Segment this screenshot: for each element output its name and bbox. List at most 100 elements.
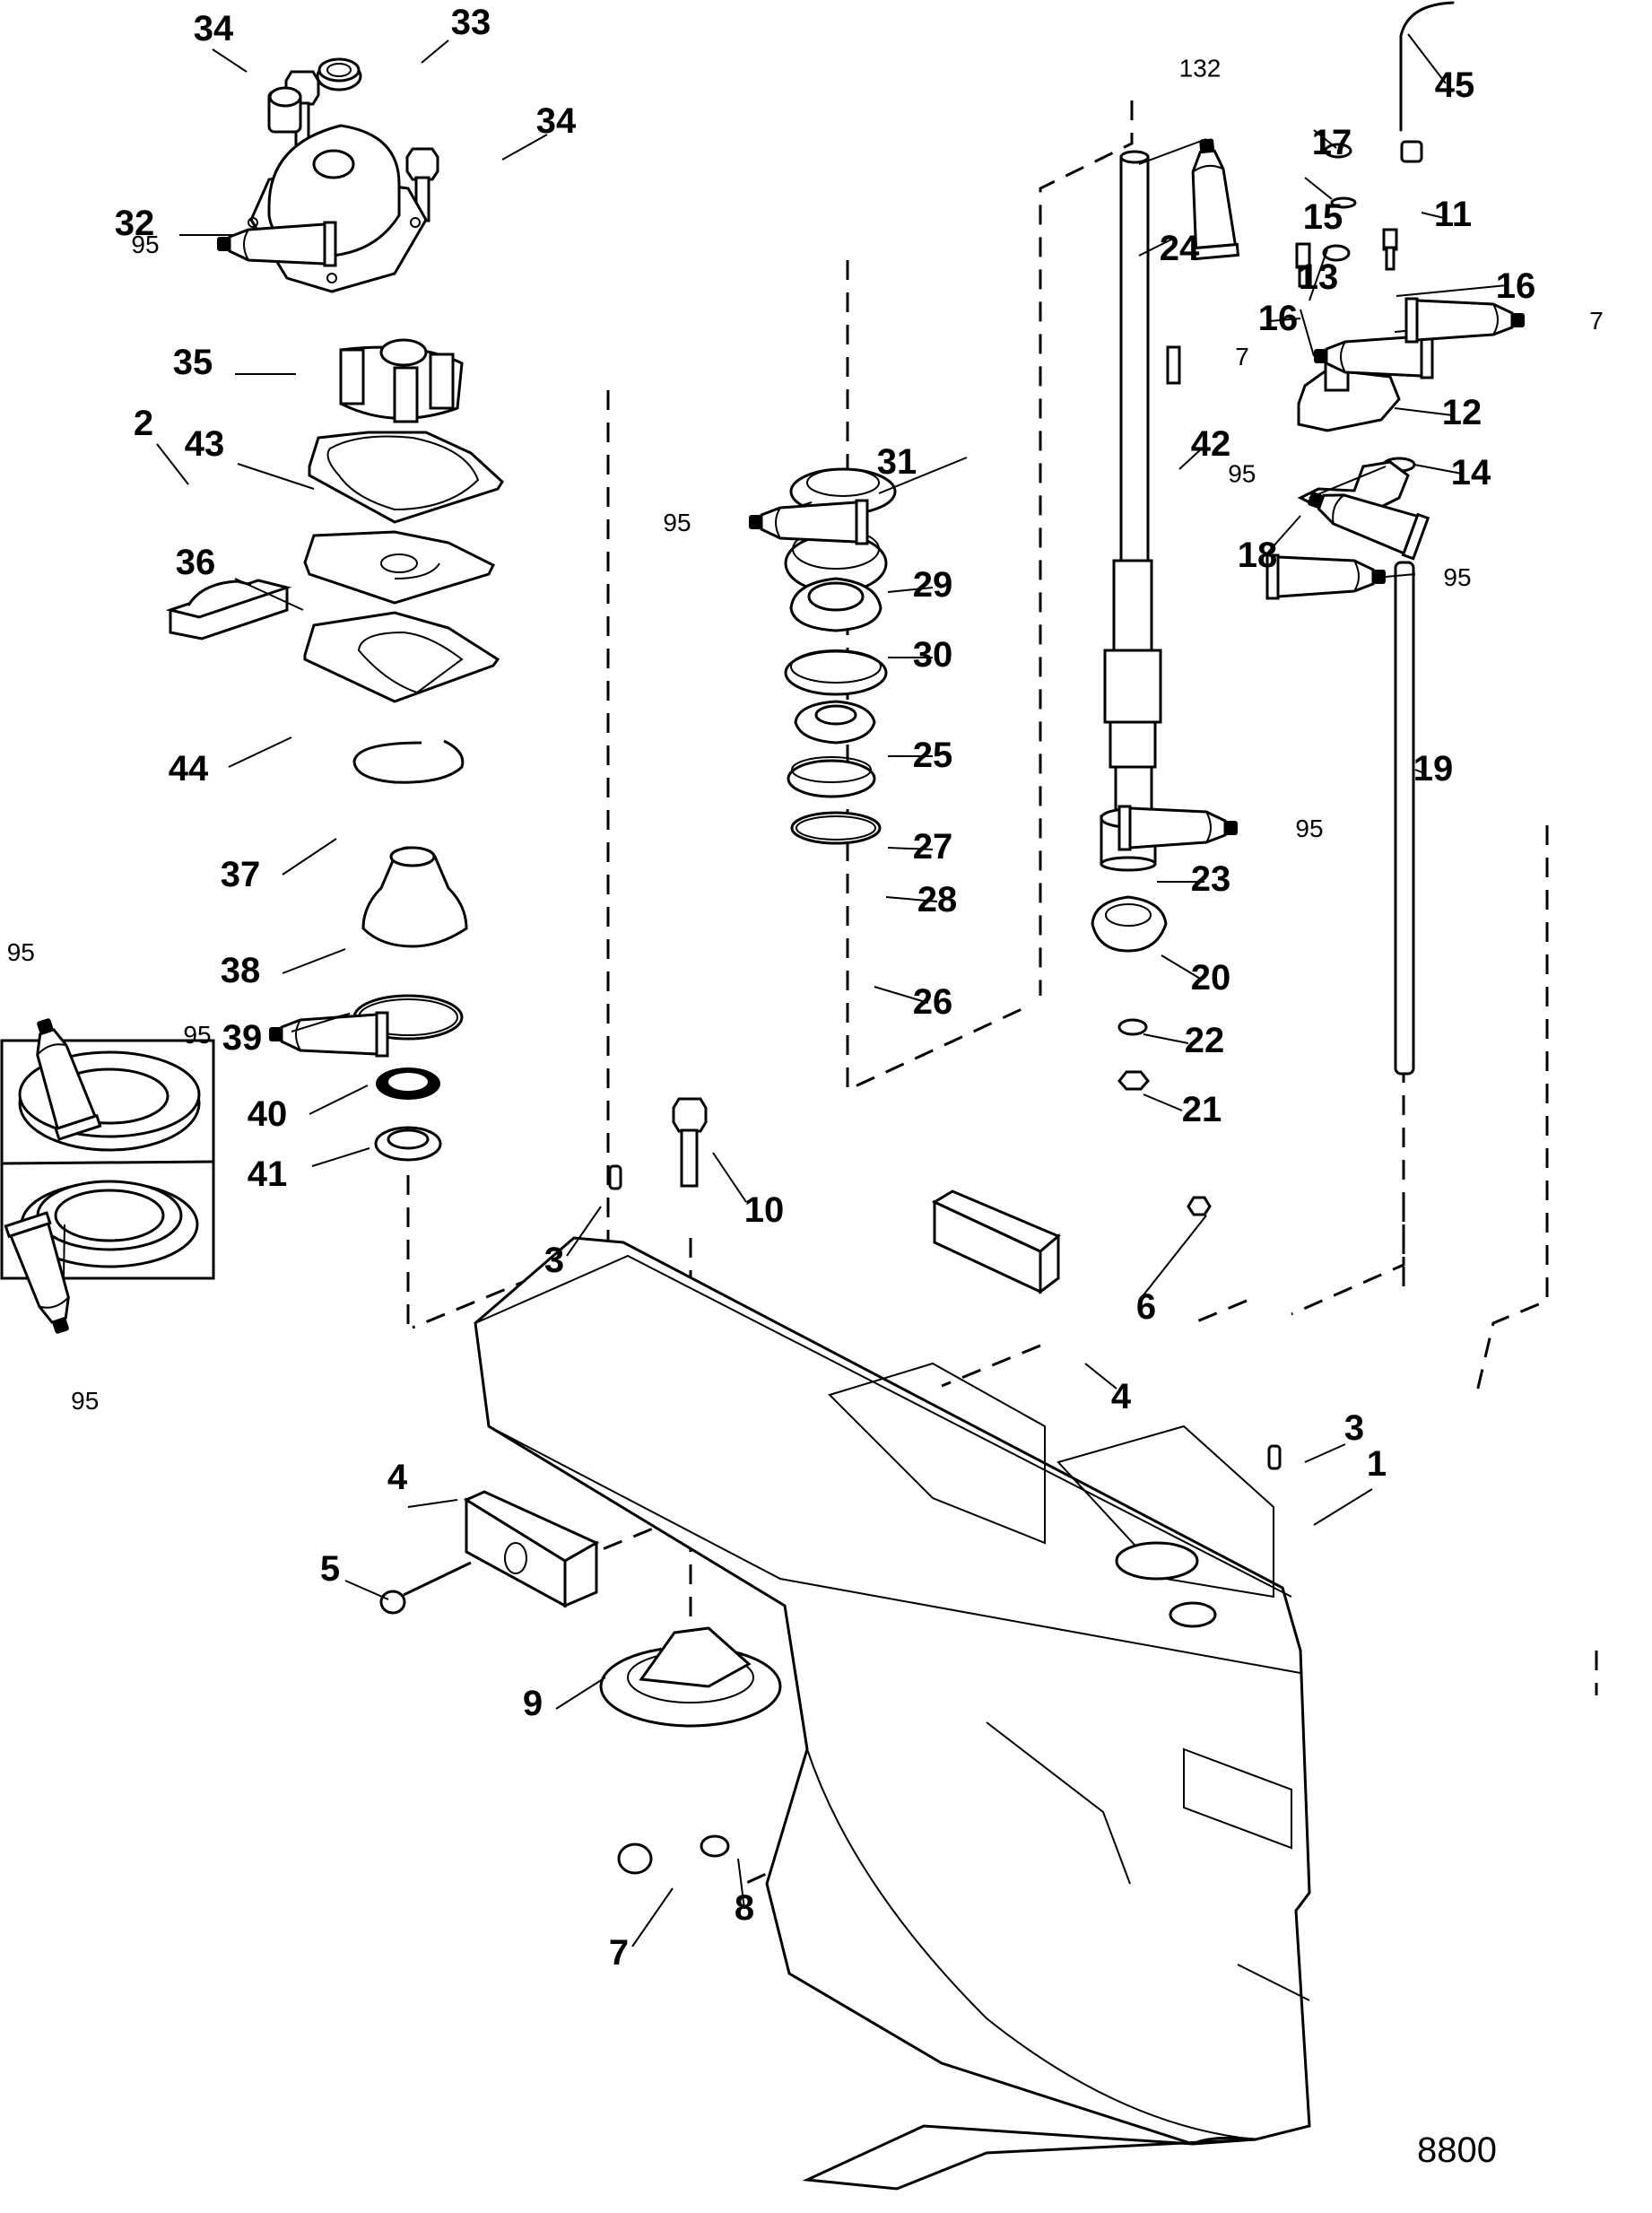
- part-40-oil-seal[interactable]: [376, 1067, 440, 1100]
- part-8-gasket[interactable]: [700, 1834, 730, 1858]
- part-43-gasket[interactable]: [308, 431, 504, 524]
- callout-number: 5: [320, 1549, 340, 1589]
- part-3-dowel-pin-left[interactable]: [608, 1164, 622, 1190]
- callout-21: 21: [1143, 1090, 1222, 1129]
- callout-number: 40: [248, 1094, 288, 1134]
- callout-number: 15: [1303, 197, 1343, 237]
- part-25-bearing-cup[interactable]: [784, 649, 888, 696]
- part-19-shift-shaft[interactable]: [1394, 561, 1415, 1076]
- tube-body: [1265, 553, 1386, 600]
- callout-39: 39: [222, 1013, 351, 1058]
- leader-line: [1161, 954, 1203, 980]
- leader-line: [237, 463, 315, 490]
- part-2-water-screen[interactable]: [165, 579, 292, 640]
- part-42-key[interactable]: [1166, 345, 1181, 385]
- part-41-oil-seal[interactable]: [374, 1126, 442, 1162]
- part-15-o-ring[interactable]: [1330, 196, 1357, 209]
- leader-line: [1421, 212, 1445, 219]
- part-13-seal[interactable]: [1322, 244, 1351, 262]
- part-45-water-tube[interactable]: [1399, 1, 1455, 132]
- part-33-seal[interactable]: [316, 57, 362, 91]
- callout-42: 42: [1178, 424, 1230, 470]
- callout-45: 45: [1407, 33, 1474, 105]
- callout-number: 7: [609, 1933, 629, 1973]
- leader-line: [1413, 464, 1463, 475]
- leader-line: [1143, 1093, 1183, 1111]
- leader-line: [156, 443, 189, 485]
- part-30-tapered-bearing[interactable]: [789, 577, 883, 632]
- part-36-face-plate[interactable]: [303, 530, 496, 605]
- callout-26: 26: [874, 982, 952, 1022]
- callout-number: 29: [913, 565, 953, 605]
- leader-line: [407, 1499, 458, 1508]
- callout-number: 33: [451, 3, 491, 42]
- part-21-nut[interactable]: [1117, 1070, 1150, 1091]
- callout-number: 43: [185, 424, 225, 464]
- callout-number: 20: [1191, 958, 1231, 998]
- part-11-grommet[interactable]: [1400, 140, 1423, 163]
- leader-line: [212, 48, 248, 73]
- part-6-nut[interactable]: [1187, 1196, 1212, 1216]
- callout-number: 18: [1238, 536, 1278, 575]
- part-35-impeller[interactable]: [339, 338, 464, 423]
- sealant-tube-19: 95: [1265, 553, 1472, 600]
- callout-18: 18: [1238, 515, 1301, 575]
- callouts: 1233445678910111213141516161718192021222…: [115, 3, 1536, 1973]
- part-16-bolt-right[interactable]: [1382, 228, 1398, 271]
- part-5-bolt[interactable]: [379, 1561, 472, 1615]
- part-38-insert-cover[interactable]: [361, 846, 468, 948]
- callout-7: 7: [609, 1887, 674, 1973]
- part-1-gear-housing[interactable]: [474, 1236, 1311, 2191]
- part-24-drive-shaft[interactable]: [1103, 150, 1162, 818]
- callout-40: 40: [248, 1085, 369, 1134]
- part-7-drain-screw[interactable]: [617, 1843, 653, 1875]
- sealant-tube-23: 95: [1117, 805, 1324, 851]
- leader-line: [1313, 1488, 1373, 1526]
- leader-line: [344, 1580, 389, 1600]
- leader-line: [309, 1085, 369, 1115]
- part-22-washer[interactable]: [1117, 1018, 1148, 1036]
- sealant-number: 95: [1295, 815, 1323, 842]
- leader-line: [631, 1887, 674, 1947]
- leader-line: [1178, 448, 1203, 470]
- part-27-tapered-bearing[interactable]: [794, 700, 876, 745]
- part-44-gasket[interactable]: [303, 611, 500, 703]
- part-10-bolt[interactable]: [672, 1097, 708, 1188]
- callout-43: 43: [185, 424, 315, 490]
- part-17-washer[interactable]: [1324, 143, 1352, 159]
- tube-body: [269, 1011, 389, 1058]
- callout-number: 41: [248, 1154, 288, 1194]
- callout-24: 24: [1138, 229, 1200, 268]
- callout-number: 1: [1367, 1444, 1387, 1484]
- callout-number: 34: [536, 101, 577, 141]
- callout-12: 12: [1394, 393, 1482, 432]
- leader-line: [282, 838, 337, 876]
- callout-number: 36: [176, 543, 216, 582]
- leader-line: [885, 896, 938, 902]
- callout-number: 34: [194, 9, 234, 48]
- part-4-anode-upper[interactable]: [931, 1189, 1061, 1294]
- callout-number: 16: [1258, 299, 1299, 338]
- callout-34a: 34: [194, 9, 248, 73]
- part-26-shim[interactable]: [790, 811, 882, 845]
- part-16-bolt-left[interactable]: [1295, 242, 1311, 288]
- leader-line: [1143, 1033, 1189, 1044]
- part-28-bearing-cup[interactable]: [787, 756, 876, 798]
- part-3-dowel-pin-right[interactable]: [1267, 1444, 1282, 1470]
- callout-38: 38: [221, 948, 346, 990]
- leader-line: [1414, 769, 1425, 774]
- callout-number: 44: [169, 749, 209, 788]
- callout-44: 44: [169, 736, 292, 788]
- part-9-trim-tab-anode[interactable]: [599, 1626, 782, 1728]
- callout-16b: 16: [1396, 266, 1535, 306]
- callout-32: 32: [115, 204, 235, 243]
- callout-4a: 4: [1084, 1363, 1132, 1416]
- part-4-anode-lower[interactable]: [463, 1490, 600, 1608]
- callout-19: 19: [1413, 749, 1454, 788]
- part-20-pinion-bearing[interactable]: [1091, 895, 1168, 953]
- callout-27: 27: [887, 827, 952, 867]
- leader-line: [1264, 515, 1301, 557]
- part-37-retaining-ring[interactable]: [352, 739, 465, 784]
- sealant-number: 132: [1179, 54, 1222, 82]
